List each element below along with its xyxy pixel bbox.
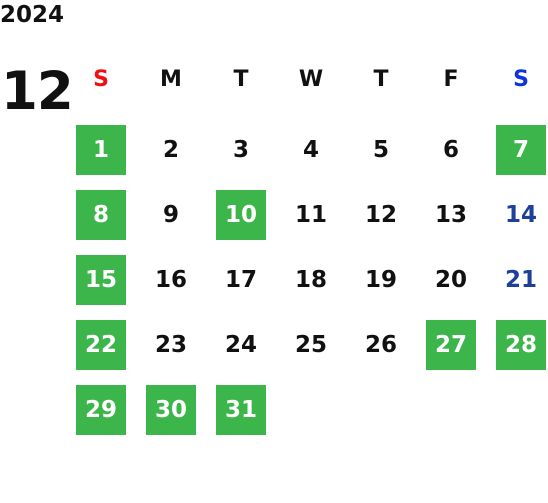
calendar-day[interactable]: 7 <box>496 125 546 175</box>
calendar-day[interactable]: 13 <box>434 202 467 228</box>
calendar-day[interactable]: 2 <box>162 137 179 163</box>
weekday-header: S <box>513 67 529 92</box>
calendar-day[interactable]: 11 <box>294 202 327 228</box>
calendar-day[interactable]: 14 <box>504 202 537 228</box>
calendar-day[interactable]: 12 <box>364 202 397 228</box>
weekday-header: T <box>373 67 389 92</box>
calendar-day[interactable]: 20 <box>434 267 467 293</box>
calendar-day[interactable]: 19 <box>364 267 397 293</box>
calendar-day[interactable]: 30 <box>146 385 196 435</box>
calendar-year: 2024 <box>0 2 65 28</box>
calendar-day[interactable]: 23 <box>154 332 187 358</box>
calendar-day[interactable]: 16 <box>154 267 187 293</box>
calendar-month: 12 <box>1 61 74 122</box>
calendar-day[interactable]: 22 <box>76 320 126 370</box>
calendar-day[interactable]: 25 <box>294 332 327 358</box>
calendar-day[interactable]: 6 <box>442 137 459 163</box>
calendar-day[interactable]: 21 <box>504 267 537 293</box>
calendar-day[interactable]: 17 <box>224 267 257 293</box>
weekday-header: T <box>233 67 249 92</box>
calendar-day[interactable]: 4 <box>302 137 319 163</box>
calendar-day[interactable]: 15 <box>76 255 126 305</box>
calendar-day[interactable]: 26 <box>364 332 397 358</box>
calendar-day[interactable]: 8 <box>76 190 126 240</box>
calendar-day[interactable]: 3 <box>232 137 249 163</box>
calendar-day[interactable]: 28 <box>496 320 546 370</box>
calendar-day[interactable]: 31 <box>216 385 266 435</box>
weekday-header: F <box>443 67 459 92</box>
weekday-header: M <box>160 67 182 92</box>
calendar-day[interactable]: 9 <box>162 202 179 228</box>
weekday-header: W <box>298 67 324 92</box>
calendar-day[interactable]: 1 <box>76 125 126 175</box>
calendar-day[interactable]: 24 <box>224 332 257 358</box>
calendar-day[interactable]: 5 <box>372 137 389 163</box>
weekday-header: S <box>93 67 109 92</box>
calendar-day[interactable]: 18 <box>294 267 327 293</box>
calendar-day[interactable]: 10 <box>216 190 266 240</box>
calendar-day[interactable]: 29 <box>76 385 126 435</box>
calendar-day[interactable]: 27 <box>426 320 476 370</box>
